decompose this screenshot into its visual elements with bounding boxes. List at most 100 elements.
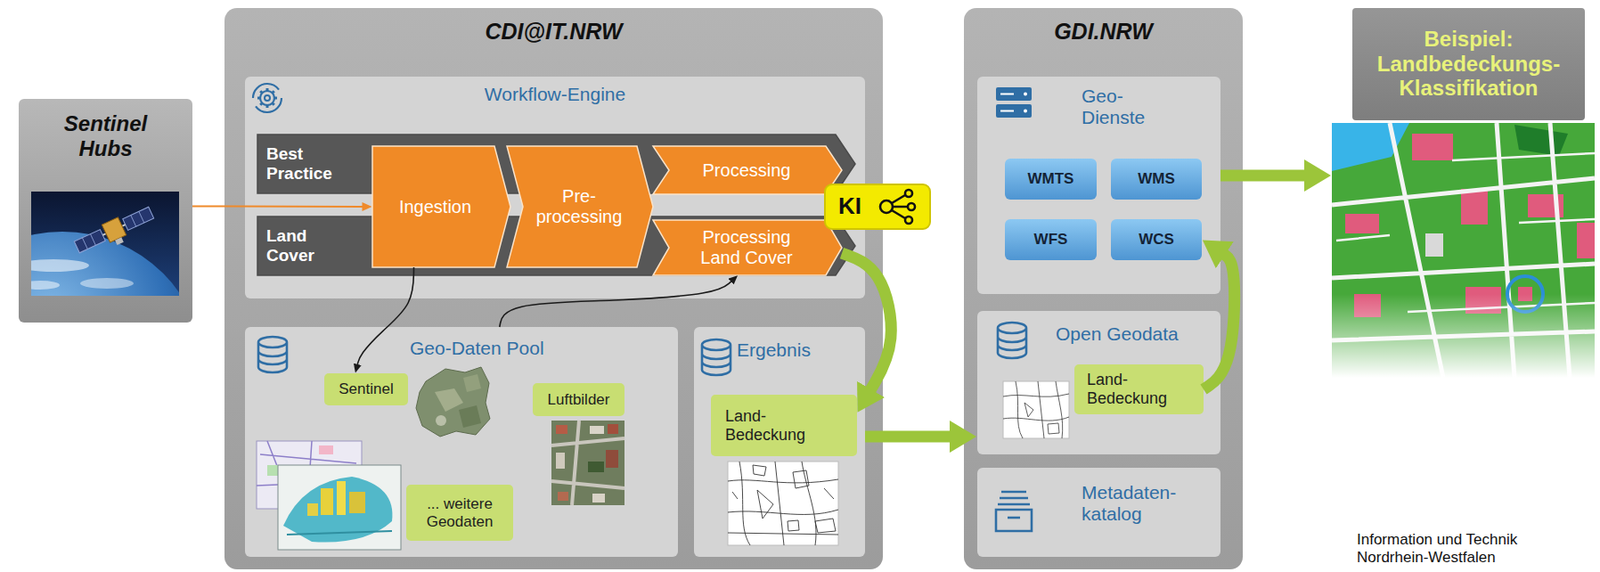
node-shape <box>506 146 654 268</box>
network-icon <box>891 195 908 219</box>
satellite-image <box>31 191 180 296</box>
service-button: WFS <box>1004 219 1097 261</box>
landcover-line-map <box>727 461 839 546</box>
process-step: Processing <box>653 146 842 195</box>
database-icon <box>258 336 287 373</box>
database-icon <box>258 336 287 373</box>
data-tag: ... weitere Geodaten <box>406 484 514 541</box>
process-step: Processing Land Cover <box>653 220 842 276</box>
aerial-photo <box>551 420 625 506</box>
catalog-icon <box>1007 516 1021 520</box>
node-title: GDI.NRW <box>1053 18 1153 45</box>
satellite-image <box>122 206 155 230</box>
data-tag: Luftbilder <box>532 383 625 417</box>
node-label: WCS <box>1138 230 1175 249</box>
node-title: CDI@IT.NRW <box>485 18 623 45</box>
satellite-mosaic <box>463 374 482 392</box>
node-title: Beispiel: Landbedeckungs- Klassifikation <box>1352 8 1585 121</box>
gear-icon <box>264 95 270 101</box>
catalog-icon <box>997 491 1030 505</box>
landcover-map <box>1576 222 1595 259</box>
process-step: Pre- processing <box>506 146 654 268</box>
node-label: WFS <box>1034 230 1069 249</box>
landcover-map <box>1331 122 1595 378</box>
node-title: Geo-Daten Pool <box>409 337 545 360</box>
aerial-photo <box>555 424 568 434</box>
map-stack <box>307 503 319 516</box>
aerial-photo <box>551 420 625 506</box>
workflow-panel: Workflow-EngineBest PracticeLand CoverIn… <box>244 76 866 299</box>
landcover-line-map <box>727 461 839 546</box>
node-label: Luftbilder <box>547 391 611 409</box>
node-label: Best Practice <box>266 144 333 184</box>
satellite-image <box>101 217 126 243</box>
satellite-image <box>80 277 134 289</box>
satellite-image <box>31 259 90 272</box>
flow-arrow <box>1203 254 1235 390</box>
server-icon <box>1023 92 1028 97</box>
node-title: Metadaten- katalog <box>1081 481 1176 525</box>
landcover-map <box>1345 213 1380 234</box>
map-stack <box>286 530 392 535</box>
satellite-mosaic <box>416 367 490 437</box>
network-icon <box>880 200 893 213</box>
node-label: Land Cover <box>266 226 315 266</box>
network-icon <box>907 203 915 211</box>
aerial-photo <box>557 491 569 501</box>
gear-icon <box>257 88 278 108</box>
node-label: Land- Bedeckung <box>1086 370 1168 408</box>
landcover-map <box>1461 188 1488 225</box>
node-shape <box>653 220 842 276</box>
map-stack <box>349 491 366 514</box>
landcover-line-map <box>1003 381 1070 439</box>
node-label: Ingestion <box>399 196 472 218</box>
aerial-photo <box>551 420 625 506</box>
flow-arrow <box>865 431 951 443</box>
gear-icon <box>260 90 275 106</box>
satellite-image <box>73 204 158 262</box>
satellite-image <box>81 211 144 249</box>
satellite-mosaic <box>416 367 490 437</box>
aerial-photo <box>605 449 619 468</box>
landcover-map <box>1331 122 1595 378</box>
landcover-map <box>1331 293 1595 378</box>
aerial-photo <box>607 424 619 434</box>
database-icon <box>997 322 1027 359</box>
flow-arrow <box>192 204 363 207</box>
catalog-icon <box>995 509 1032 531</box>
map-stack <box>277 465 401 550</box>
catalog-icon <box>995 491 1032 531</box>
landcover-map <box>1412 133 1454 161</box>
landcover-map <box>1425 233 1444 257</box>
node-title: Open Geodata <box>1055 323 1179 345</box>
node-label: WMS <box>1137 170 1176 188</box>
satellite-image <box>31 280 60 290</box>
map-stack <box>320 488 334 515</box>
network-icon <box>880 189 915 224</box>
flow-arrow <box>1220 170 1306 182</box>
database-icon <box>702 339 731 376</box>
service-button: WMTS <box>1004 158 1097 200</box>
node-shape <box>653 146 842 195</box>
landcover-line-map <box>1003 381 1070 439</box>
server-icon <box>995 87 1032 118</box>
gear-icon <box>253 83 282 113</box>
server-icon <box>1000 94 1014 112</box>
network-icon <box>905 189 913 197</box>
label-holder: Information und Technik Nordrhein-Westfa… <box>1356 530 1540 566</box>
landcover-line-map <box>727 461 839 546</box>
map-stack <box>283 476 392 543</box>
landcover-line-map <box>1003 381 1070 439</box>
aerial-photo <box>592 493 605 503</box>
service-button: WCS <box>1110 219 1202 261</box>
node-label: Processing <box>702 160 792 181</box>
service-button: WMS <box>1110 158 1202 200</box>
node-title: Sentinel Hubs <box>64 111 147 161</box>
node-label: KI <box>838 193 862 221</box>
flow-arrow <box>499 281 732 327</box>
catalog-panel: Metadaten- katalog <box>977 467 1221 557</box>
node-title: Ergebnis <box>736 339 811 361</box>
flow-arrow <box>841 253 891 391</box>
node-label: Pre- processing <box>536 186 623 228</box>
